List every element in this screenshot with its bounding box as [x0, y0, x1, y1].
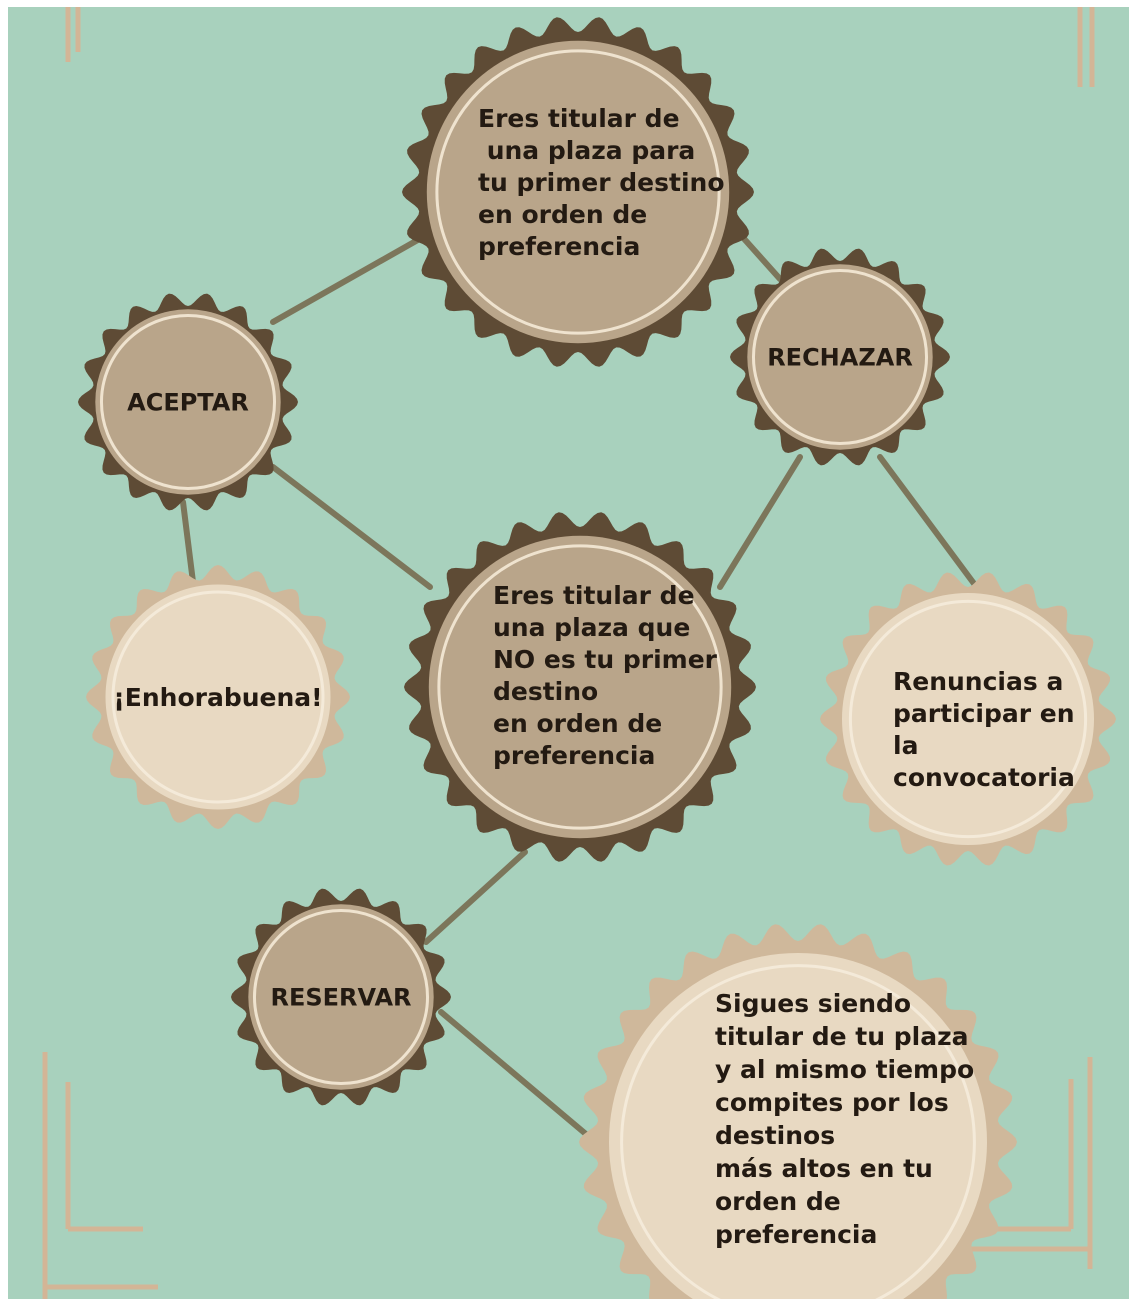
node-text: ¡Enhorabuena!	[113, 683, 322, 712]
connectors	[180, 229, 981, 1143]
badge-ring-line	[111, 590, 325, 804]
badge-inner-fill	[842, 593, 1094, 845]
connector-rechazar-to-not_first_choice	[717, 454, 803, 590]
badge-ring-line	[252, 908, 430, 1086]
badge-ring-line	[437, 544, 723, 830]
badge-ring-line	[751, 268, 929, 446]
connector-aceptar-to-not_first_choice	[270, 464, 433, 590]
badge-ring-line	[99, 313, 277, 491]
badge-inner-fill	[105, 584, 331, 810]
node-enhorabuena: ¡Enhorabuena!	[86, 565, 350, 829]
node-rechazar: RECHAZAR	[730, 248, 950, 466]
connector-first_choice-to-aceptar	[270, 234, 426, 325]
node-text: RECHAZAR	[767, 343, 913, 371]
connector-rechazar-to-renuncias	[877, 454, 981, 592]
badge-inner-fill	[95, 309, 281, 495]
connector-reservar-to-sigues	[438, 1009, 596, 1143]
connector-first_choice-to-rechazar	[735, 229, 783, 282]
connector-not_first_choice-to-reservar	[423, 849, 528, 945]
node-text: RESERVAR	[270, 983, 411, 1011]
corner-ornaments	[42, 7, 1095, 1299]
node-reservar: RESERVAR	[231, 888, 451, 1106]
node-aceptar: ACEPTAR	[78, 293, 298, 511]
badge-inner-fill	[609, 953, 987, 1299]
badge-ring-line	[848, 599, 1088, 839]
badge-inner-fill	[426, 40, 730, 344]
node-text: ACEPTAR	[127, 388, 249, 416]
badge-ring-line	[620, 964, 976, 1299]
badge-ring-line	[435, 49, 721, 335]
connector-aceptar-to-enhorabuena	[180, 499, 196, 585]
badge-inner-fill	[248, 904, 434, 1090]
badge-inner-fill	[747, 264, 933, 450]
badge-inner-fill	[428, 535, 732, 839]
